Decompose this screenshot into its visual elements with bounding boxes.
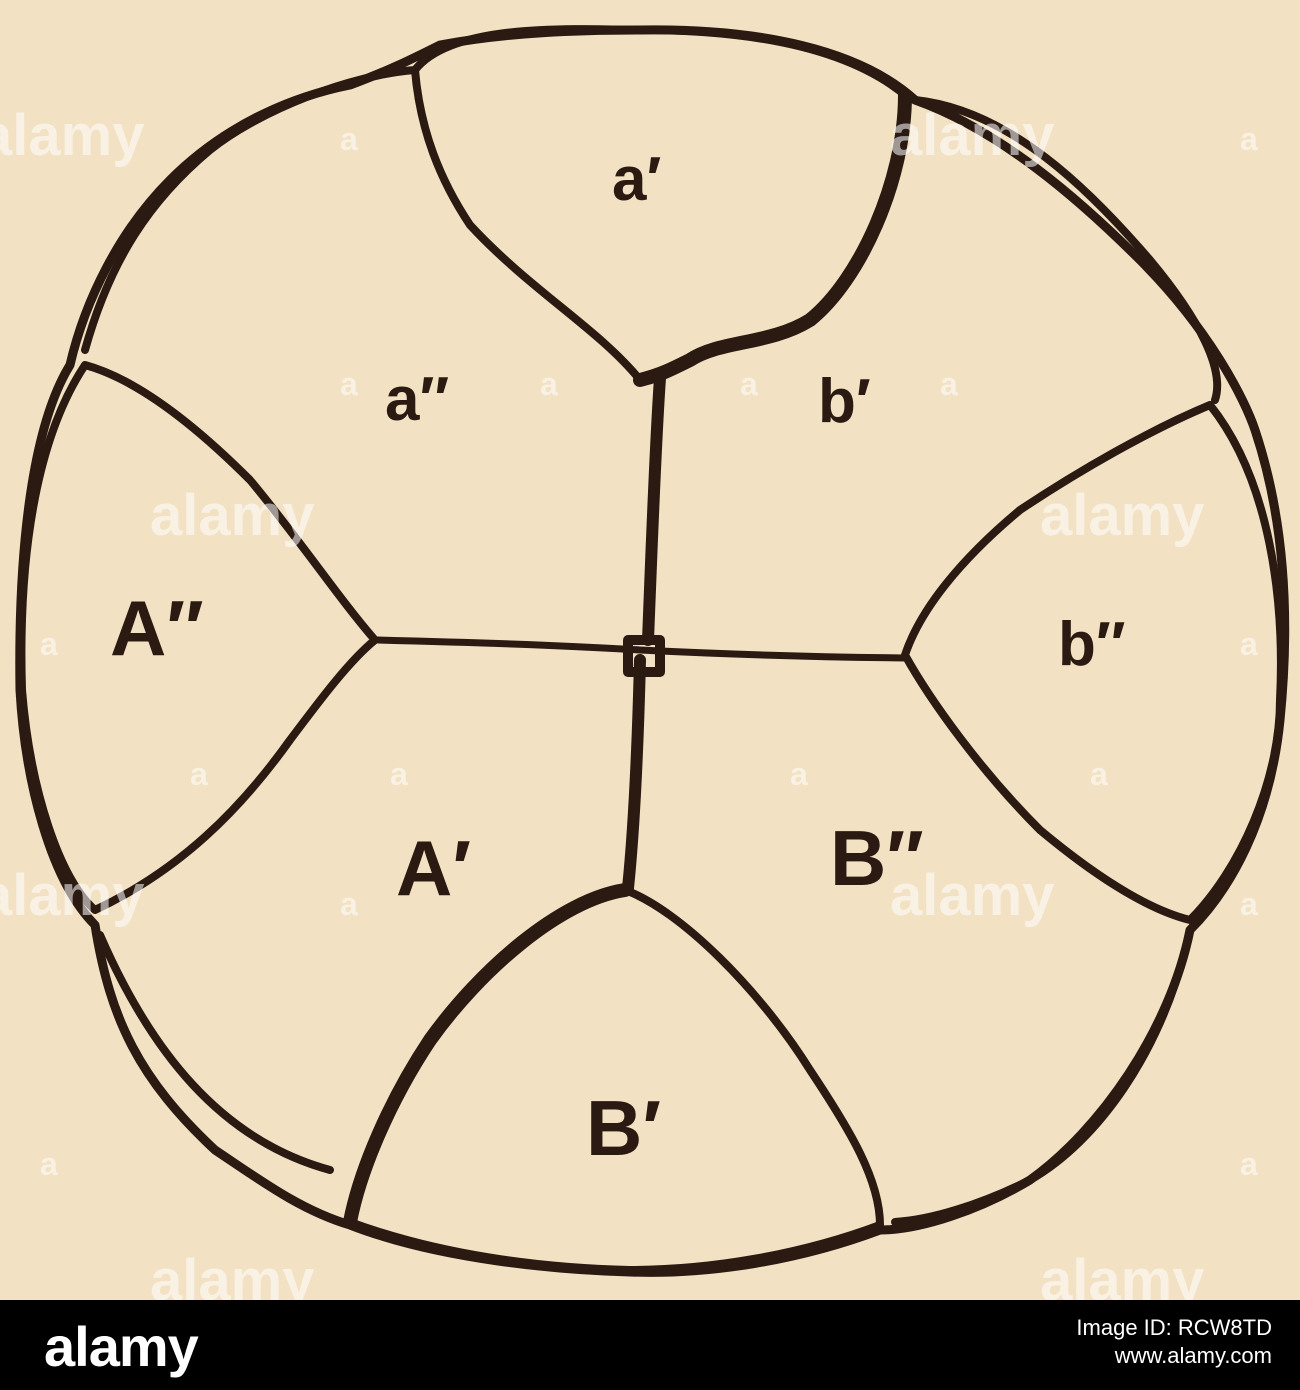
watermark-mark: a (390, 756, 408, 792)
lower-right-cell-boundary (891, 946, 1189, 1226)
label-B-double: B″ (830, 814, 924, 902)
watermark-text: alamy (150, 483, 314, 548)
label-a-prime: a′ (612, 145, 661, 214)
label-a-double: a″ (385, 365, 449, 434)
label-B-prime: B′ (586, 1084, 661, 1172)
central-vertical-furrow-upper (642, 372, 666, 646)
label-b-prime: b′ (818, 367, 871, 436)
lower-left-cell-boundary (96, 931, 334, 1174)
watermark-mark: a (40, 1146, 58, 1182)
stock-footer-bar: alamy Image ID: RCW8TD www.alamy.com (0, 1300, 1300, 1390)
cell-a-prime-thick-edge (633, 88, 912, 387)
watermark-mark: a (1240, 886, 1258, 922)
label-b-double: b″ (1058, 610, 1126, 679)
embryo-diagram: alamy alamy alamy alamy alamy alamy alam… (0, 25, 1290, 1300)
footer-website-line: www.alamy.com (1114, 1343, 1272, 1368)
watermark-text: alamy (1040, 1248, 1204, 1300)
central-vertical-furrow-lower (622, 654, 646, 894)
watermark-mark: a (1240, 121, 1258, 157)
watermark-text: alamy (0, 863, 144, 928)
watermark-text: alamy (150, 1248, 314, 1300)
watermark-text: alamy (0, 103, 144, 168)
watermark-mark: a (1240, 626, 1258, 662)
watermark-layer: alamy alamy alamy alamy alamy alamy alam… (0, 103, 1258, 1300)
watermark-text: alamy (1040, 483, 1204, 548)
watermark-mark: a (340, 121, 358, 157)
watermark-mark: a (740, 366, 758, 402)
watermark-mark: a (1090, 756, 1108, 792)
watermark-mark: a (940, 366, 958, 402)
watermark-mark: a (190, 756, 208, 792)
cell-B-prime-boundary (346, 886, 884, 1274)
label-A-double: A″ (110, 584, 204, 672)
footer-image-id-line: Image ID: RCW8TD (1076, 1315, 1272, 1340)
label-A-prime: A′ (396, 824, 471, 912)
watermark-mark: a (40, 626, 58, 662)
watermark-mark: a (1240, 1146, 1258, 1182)
watermark-mark: a (540, 366, 558, 402)
cell-A-double-boundary (17, 361, 379, 914)
left-upper-cell-boundary (81, 66, 419, 354)
central-horizontal-furrow (374, 636, 909, 662)
footer-brand-logo: alamy (44, 1315, 199, 1378)
watermark-mark: a (340, 366, 358, 402)
watermark-text: alamy (890, 103, 1054, 168)
central-junction (623, 635, 665, 677)
watermark-mark: a (790, 756, 808, 792)
diagram-svg: alamy alamy alamy alamy alamy alamy alam… (0, 25, 1290, 1300)
right-upper-cell-boundary (911, 96, 1222, 404)
watermark-text: alamy (890, 863, 1054, 928)
footer-image-id: Image ID: RCW8TD www.alamy.com (1076, 1314, 1272, 1370)
cell-b-double-boundary (901, 401, 1285, 924)
watermark-mark: a (340, 886, 358, 922)
cell-B-prime-thick-edge (343, 883, 632, 1229)
